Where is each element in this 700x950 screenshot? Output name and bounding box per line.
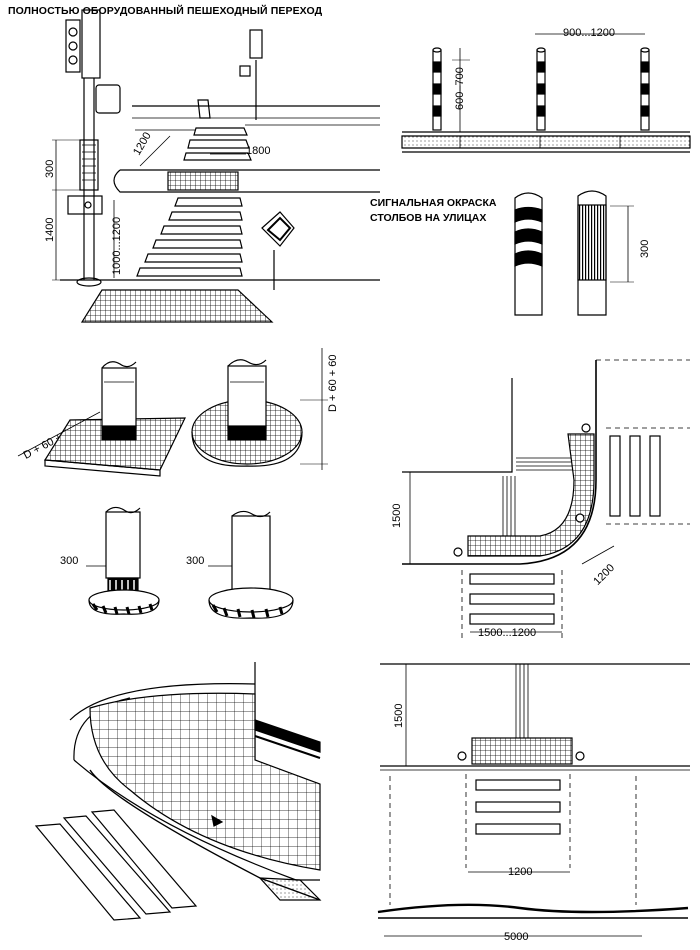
- poles-caption: СИГНАЛЬНАЯ ОКРАСКА СТОЛБОВ НА УЛИЦАХ: [370, 196, 496, 226]
- tactile-corner-strip: [467, 433, 595, 557]
- panel-bollards-spacing: [401, 33, 691, 153]
- page-title: ПОЛНОСТЬЮ ОБОРУДОВАННЫЙ ПЕШЕХОДНЫЙ ПЕРЕХ…: [8, 5, 323, 17]
- dim-5000: 5000: [504, 931, 529, 943]
- dim-900-1200: 900...1200: [563, 27, 615, 39]
- caption-line-2: СТОЛБОВ НА УЛИЦАХ: [370, 212, 487, 224]
- sound-signal-box: [79, 139, 99, 191]
- tactile-straight-strip: [471, 737, 573, 765]
- dim-300-plinth-right: 300: [186, 555, 205, 567]
- bollard-plinth-right: [231, 515, 271, 591]
- bollard-plinth-left: [105, 511, 141, 579]
- dim-1500-1200: 1500...1200: [478, 627, 537, 639]
- kerb-edge-curved: [402, 360, 597, 565]
- panel-ramp-perspective: [34, 662, 322, 921]
- traffic-light-left: [65, 19, 81, 73]
- dim-300-plinth-left: 300: [60, 555, 79, 567]
- panel-crosswalk-perspective: [52, 9, 380, 323]
- panel-corner-plan: [402, 359, 690, 640]
- panel-bollard-bases: [17, 348, 328, 619]
- caption-line-1: СИГНАЛЬНАЯ ОКРАСКА: [370, 197, 497, 209]
- dim-1800: 1800: [246, 145, 271, 157]
- ramp-tactile-surface: [89, 692, 321, 871]
- panel-painted-poles: [514, 190, 634, 316]
- panel-straight-plan: [377, 663, 690, 937]
